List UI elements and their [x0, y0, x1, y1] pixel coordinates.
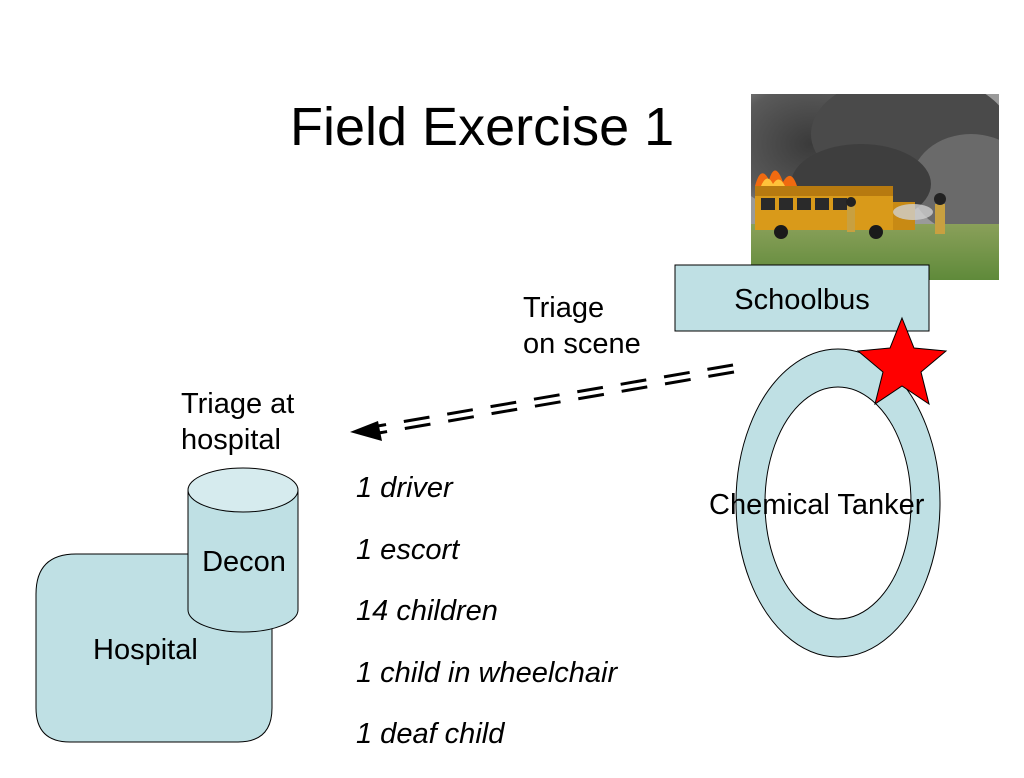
triage-on-scene-label: Triage on scene [523, 290, 641, 362]
hazard-star-icon [856, 316, 948, 406]
triage-at-hospital-label: Triage at hospital [181, 386, 294, 458]
triage-hospital-line2: hospital [181, 424, 281, 456]
chemical-tanker-label: Chemical Tanker [709, 489, 925, 521]
occupants-list: 1 driver 1 escort 14 children 1 child in… [356, 470, 617, 778]
slide-title: Field Exercise 1 [290, 97, 675, 157]
schoolbus-box [674, 264, 930, 332]
arrow-head-icon [350, 421, 382, 441]
triage-scene-line2: on scene [523, 328, 641, 360]
decon-cylinder [187, 467, 299, 633]
decon-label: Decon [202, 546, 286, 578]
occupant-item: 1 deaf child [356, 718, 505, 750]
occupant-item: 1 child in wheelchair [356, 656, 618, 689]
transport-arrow [371, 363, 735, 436]
schoolbus-label: Schoolbus [734, 284, 870, 316]
triage-hospital-line1: Triage at [181, 388, 295, 420]
chemical-tanker-ring [735, 348, 941, 658]
occupant-item: 14 children [356, 595, 498, 627]
triage-scene-line1: Triage [523, 292, 605, 324]
hospital-label: Hospital [93, 634, 198, 666]
occupant-item: 1 escort [356, 533, 460, 566]
occupant-item: 1 driver [356, 472, 453, 504]
